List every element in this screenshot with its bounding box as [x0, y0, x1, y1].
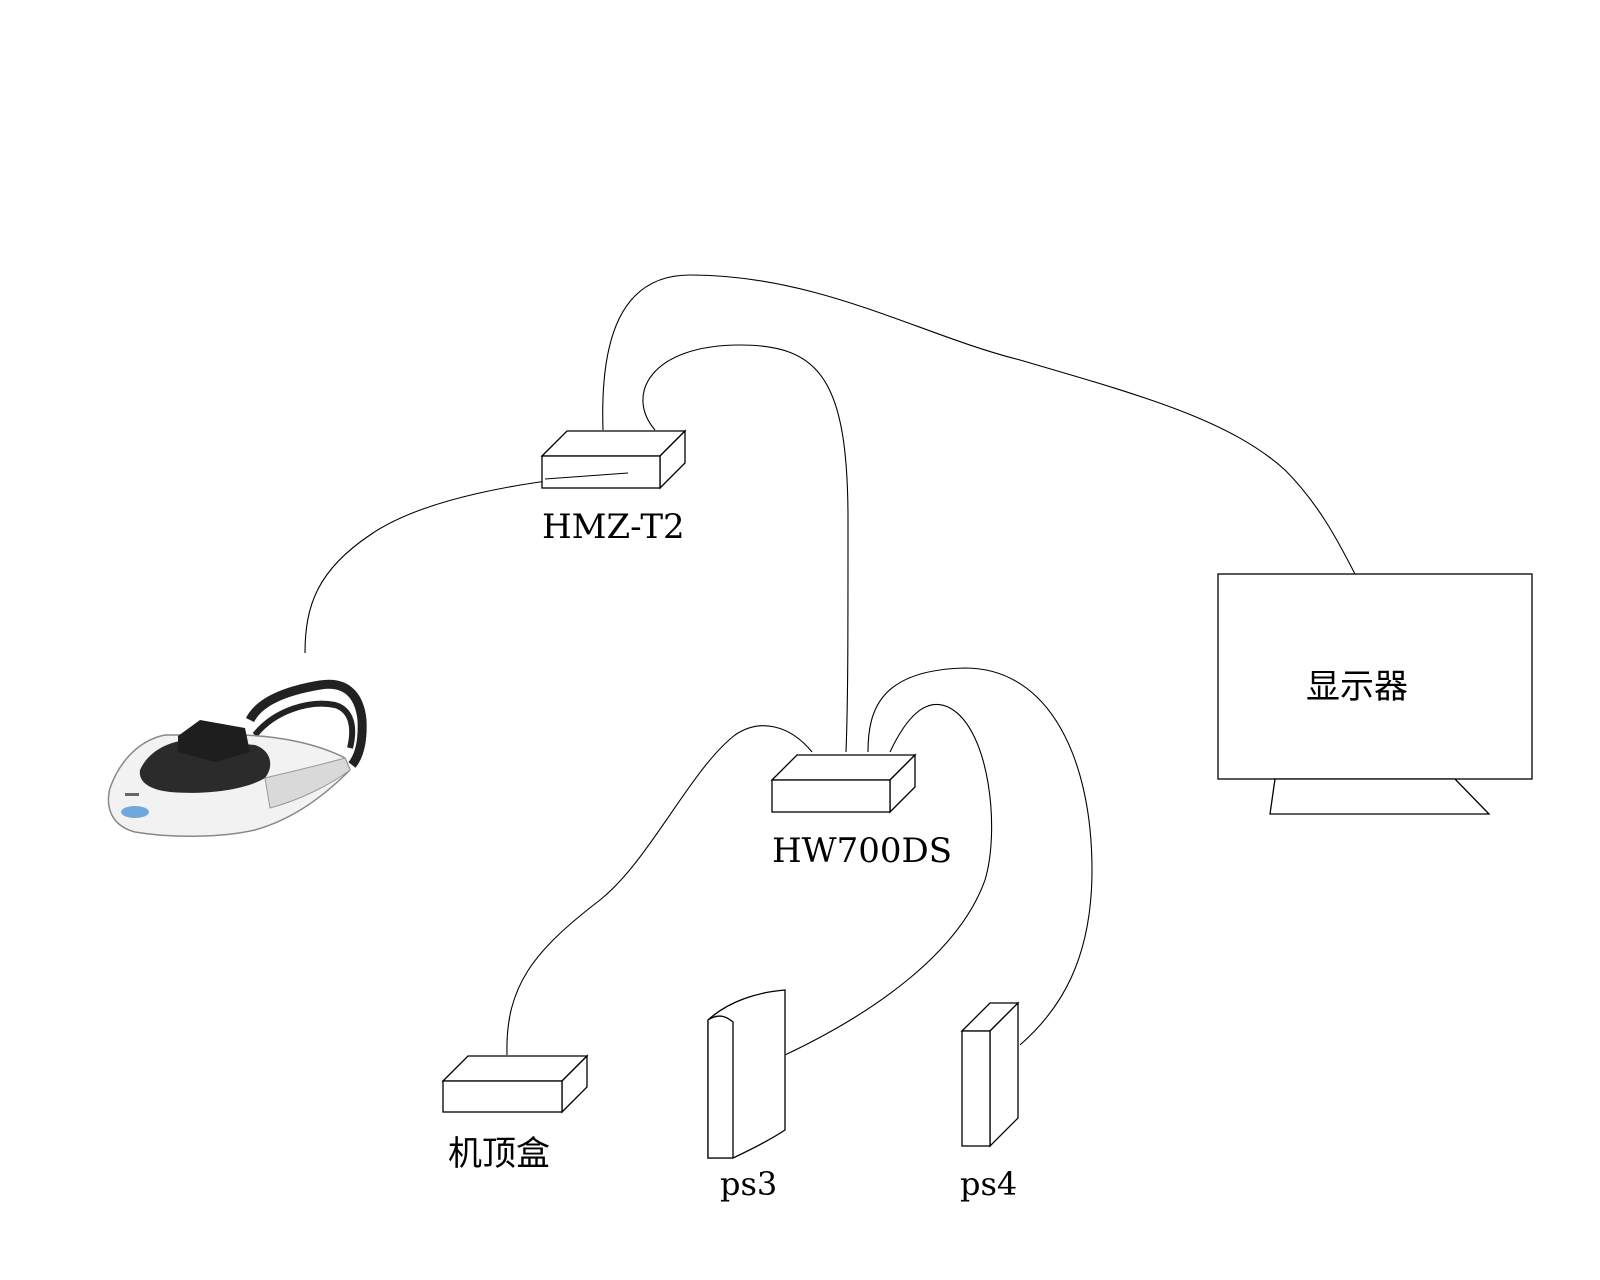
set-top-box: 机顶盒: [441, 1054, 589, 1174]
cables: [304, 274, 1356, 1056]
cable-hmz-to-headset: [304, 472, 629, 654]
set-top-box-label: 机顶盒: [448, 1134, 550, 1174]
hw700ds-box: HW700DS: [770, 753, 952, 871]
cable-hmz-to-hw700: [642, 344, 849, 753]
vr-headset-icon: [107, 679, 367, 837]
cable-hw700-to-ps3: [784, 703, 993, 1056]
cable-hmz-to-display: [602, 274, 1356, 575]
hmz-t2-label: HMZ-T2: [542, 507, 685, 547]
ps4-label: ps4: [960, 1165, 1017, 1203]
ps3-label: ps3: [720, 1165, 777, 1203]
hmz-t2-box: HMZ-T2: [540, 429, 687, 547]
cable-hw700-to-ps4: [867, 667, 1093, 1046]
ps4-console: ps4: [960, 1001, 1020, 1203]
display-label: 显示器: [1306, 667, 1408, 707]
display-monitor: 显示器: [1217, 573, 1533, 815]
cable-hw700-to-stb: [506, 725, 813, 1056]
hw700ds-label: HW700DS: [772, 831, 952, 871]
ps3-console: ps3: [707, 989, 786, 1203]
